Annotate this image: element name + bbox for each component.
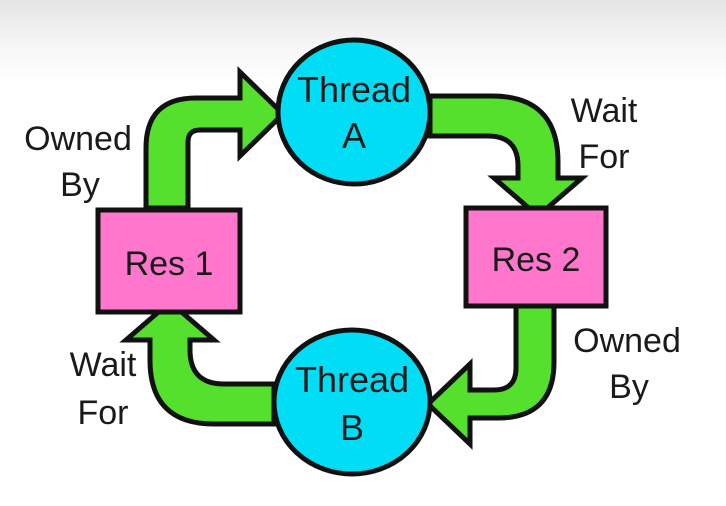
res-2-node: Res 2 xyxy=(463,205,609,309)
edge-label-owned-bottom-right-line1: Owned xyxy=(573,322,681,360)
edge-label-wait-bottom-left-line1: Wait xyxy=(70,346,137,384)
thread-b-label-line1: Thread xyxy=(295,359,409,400)
edge-label-wait-bottom-left-line2: For xyxy=(78,394,129,432)
thread-a-label-line1: Thread xyxy=(297,69,411,110)
edge-label-owned-top-left-line1: Owned xyxy=(24,120,132,158)
edge-label-wait-top-right-line2: For xyxy=(579,138,630,176)
res-2-label: Res 2 xyxy=(492,241,581,279)
thread-b-node: Thread B xyxy=(271,327,433,477)
thread-b-label-line2: B xyxy=(340,407,364,448)
res-1-node: Res 1 xyxy=(95,207,243,315)
thread-a-node: Thread A xyxy=(275,37,433,187)
arrow-thread-b-to-res1 xyxy=(119,298,277,427)
arrow-thread-a-to-res2 xyxy=(427,93,589,220)
arrow-res1-to-thread-a xyxy=(143,66,287,211)
edge-label-wait-top-right-line1: Wait xyxy=(571,92,638,130)
thread-a-label-line2: A xyxy=(342,115,366,156)
edge-label-owned-top-left-line2: By xyxy=(60,166,100,204)
arrow-res2-to-thread-b xyxy=(424,299,557,450)
res-1-label: Res 1 xyxy=(125,245,214,283)
edge-label-owned-bottom-right-line2: By xyxy=(609,368,649,406)
